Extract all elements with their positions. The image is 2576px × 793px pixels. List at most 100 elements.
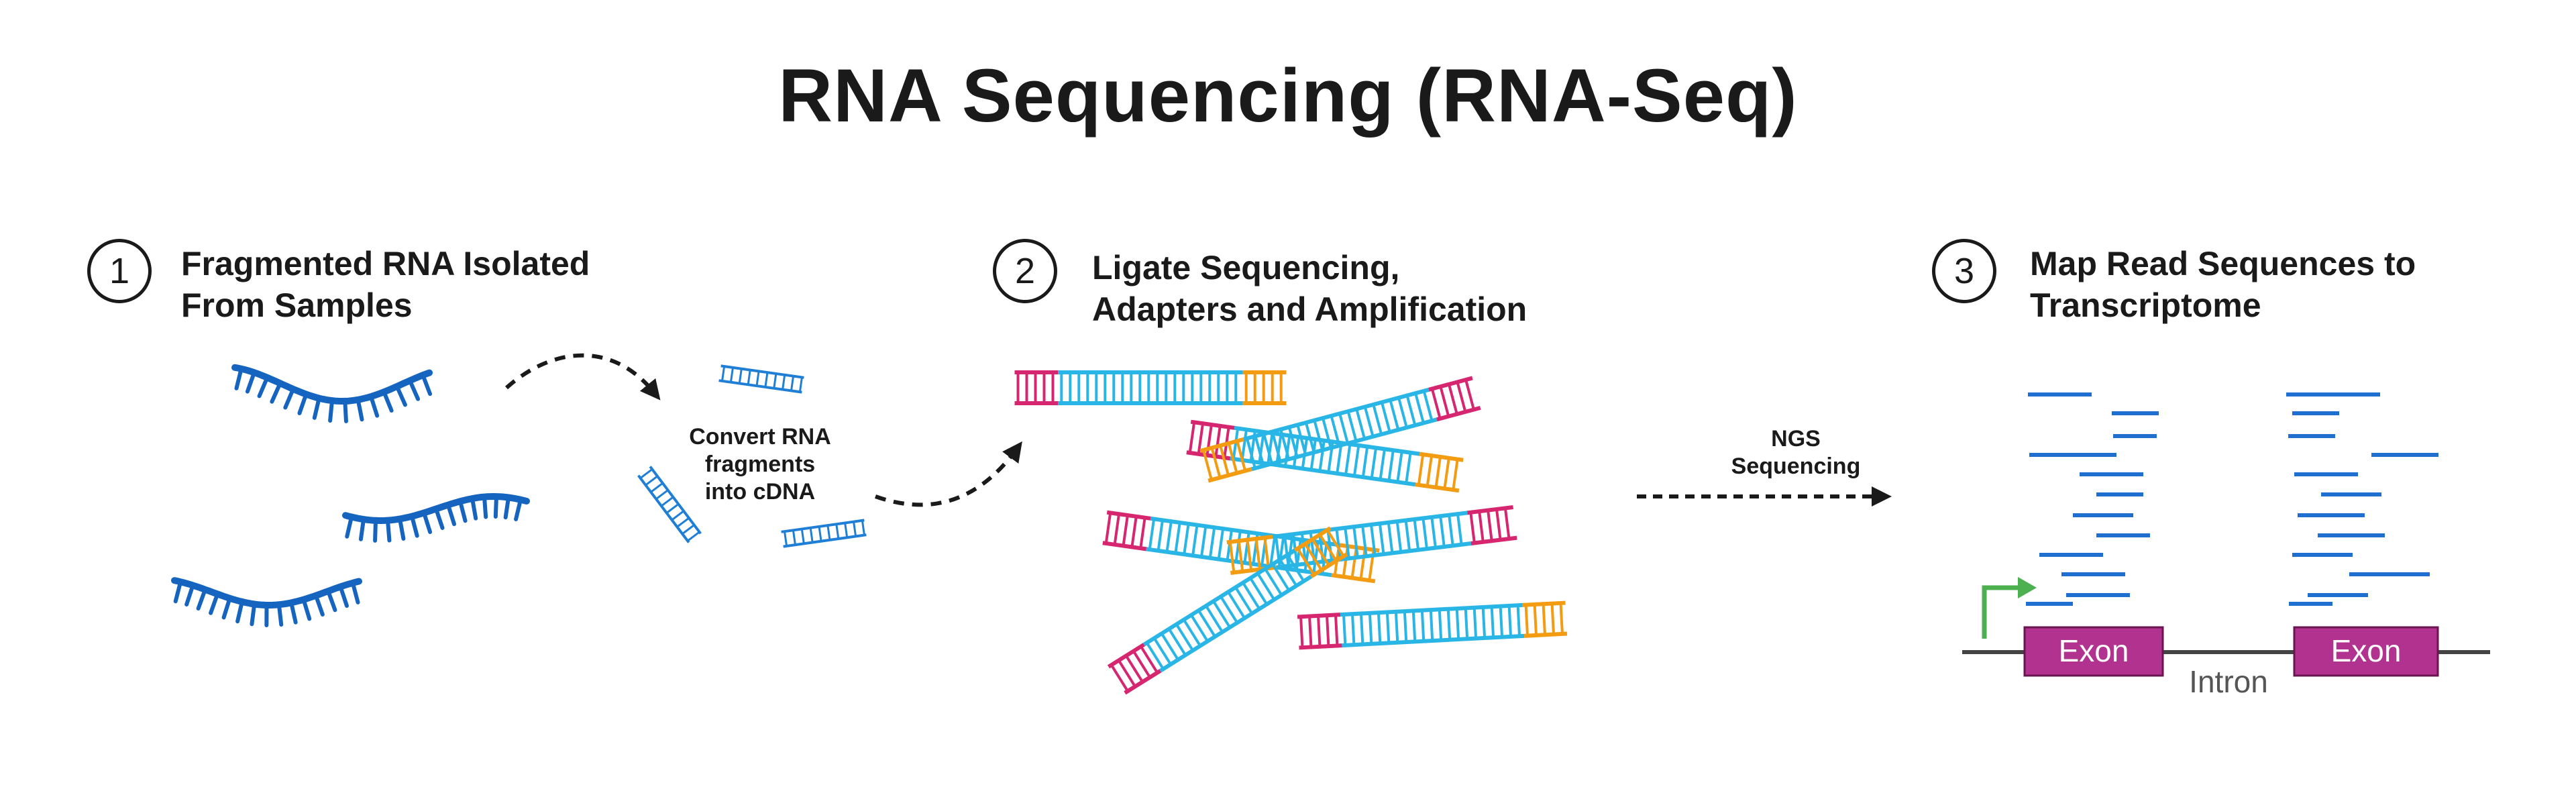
base-pair-rung: [1113, 513, 1121, 545]
step-number-badge: 1: [87, 239, 152, 303]
base-pair-rung: [1267, 433, 1274, 464]
base-pair-rung: [1405, 395, 1417, 426]
base-pair-rung: [1372, 404, 1383, 435]
base-pair-rung: [1104, 513, 1112, 544]
base-pair-rung: [1394, 611, 1399, 643]
rna-base: [209, 592, 220, 615]
strand-rail: [649, 466, 702, 535]
rna-base: [173, 580, 183, 604]
base-pair-rung: [1507, 605, 1513, 637]
strand-rail: [783, 533, 867, 548]
base-pair-rung: [1326, 615, 1330, 647]
base-pair-rung: [1430, 517, 1437, 548]
exon-box: [2023, 626, 2164, 677]
base-pair-rung: [721, 366, 726, 382]
step-title-line: Transcriptome: [2030, 286, 2261, 324]
base-pair-rung: [1148, 519, 1156, 550]
base-pair-rung: [1456, 513, 1463, 545]
rna-base: [270, 381, 282, 404]
base-pair-rung: [1352, 445, 1360, 476]
base-pair-rung: [1326, 529, 1345, 558]
base-pair-rung: [1404, 520, 1411, 551]
rna-base: [328, 399, 334, 423]
base-pair-rung: [1448, 515, 1454, 546]
base-pair-rung: [1503, 508, 1511, 539]
base-pair-rung: [1219, 445, 1230, 476]
base-pair-rung: [1369, 524, 1377, 556]
base-pair-rung: [1286, 554, 1305, 582]
base-pair-rung: [1122, 515, 1129, 546]
base-pair-rung: [1379, 448, 1386, 480]
rna-base: [470, 496, 478, 521]
base-pair-rung: [1183, 619, 1201, 647]
base-pair-rung: [1420, 610, 1426, 641]
rna-base: [196, 587, 207, 611]
rna-base: [514, 497, 523, 521]
base-pair-rung: [1197, 423, 1205, 455]
strand-rail: [781, 519, 865, 533]
base-pair-rung: [1234, 586, 1253, 615]
base-pair-rung: [729, 367, 734, 382]
ligated-strand: [1186, 419, 1464, 493]
base-pair-rung: [1403, 611, 1408, 643]
rna-strand: [171, 577, 362, 627]
base-pair-rung: [1174, 522, 1181, 553]
base-pair-rung: [1167, 628, 1187, 656]
base-pair-rung: [800, 529, 805, 544]
base-pair-rung: [1352, 526, 1359, 558]
base-pair-rung: [1145, 642, 1165, 670]
diagram-title: RNA Sequencing (RNA-Seq): [778, 54, 1798, 138]
rna-base: [373, 518, 378, 543]
base-pair-rung: [1417, 454, 1425, 486]
base-pair-rung: [1212, 600, 1231, 629]
step-number-badge: 2: [993, 239, 1057, 303]
base-pair-rung: [1447, 384, 1458, 415]
base-pair-rung: [1499, 606, 1504, 637]
base-pair-rung: [1242, 582, 1260, 610]
base-pair-rung: [1405, 452, 1412, 484]
step-title-line: Ligate Sequencing,: [1092, 249, 1400, 286]
base-pair-rung: [1125, 655, 1144, 683]
base-pair-rung: [1533, 604, 1538, 636]
base-pair-rung: [1130, 516, 1138, 547]
base-pair-rung: [1275, 434, 1283, 466]
base-pair-rung: [1322, 417, 1332, 449]
base-pair-rung: [1227, 443, 1238, 474]
step-title-line: Fragmented RNA Isolated: [181, 245, 590, 282]
base-pair-rung: [1346, 411, 1358, 442]
cdna-fragment: [781, 519, 867, 548]
base-pair-rung: [1350, 547, 1358, 578]
step-title-line: From Samples: [181, 286, 413, 324]
mapped-reads: [2026, 392, 2438, 606]
base-pair-rung: [1338, 413, 1349, 444]
step-title-line: Map Read Sequences to: [2030, 245, 2416, 282]
base-pair-rung: [1516, 605, 1521, 637]
strand-rail: [720, 364, 804, 379]
base-pair-rung: [784, 531, 788, 547]
rna-base: [234, 366, 244, 390]
base-pair-rung: [645, 475, 658, 486]
base-pair-rung: [1368, 613, 1373, 644]
base-pair-rung: [1214, 425, 1222, 457]
strand-rail: [1470, 535, 1517, 545]
base-pair-rung: [1395, 521, 1403, 553]
base-pair-rung: [1326, 529, 1334, 561]
base-pair-rung: [835, 524, 840, 539]
base-pair-rung: [665, 503, 680, 514]
base-pair-rung: [1389, 399, 1400, 431]
step-2-title: Ligate Sequencing, Adapters and Amplific…: [1092, 247, 1527, 330]
ligated-strand: [1199, 376, 1481, 483]
rna-base: [245, 370, 256, 394]
transcription-start-arrow: [1982, 585, 2021, 639]
base-pair-rung: [853, 521, 857, 537]
base-pair-rung: [1456, 381, 1467, 413]
base-pair-rung: [1256, 572, 1276, 600]
strand-rail: [1299, 643, 1342, 650]
rna-base: [350, 580, 360, 604]
process-arrow: [505, 353, 661, 401]
base-pair-rung: [1152, 637, 1172, 666]
rna-base: [184, 583, 195, 606]
rna-base: [313, 593, 325, 617]
base-pair-rung: [687, 531, 700, 542]
base-pair-rung: [782, 374, 786, 390]
